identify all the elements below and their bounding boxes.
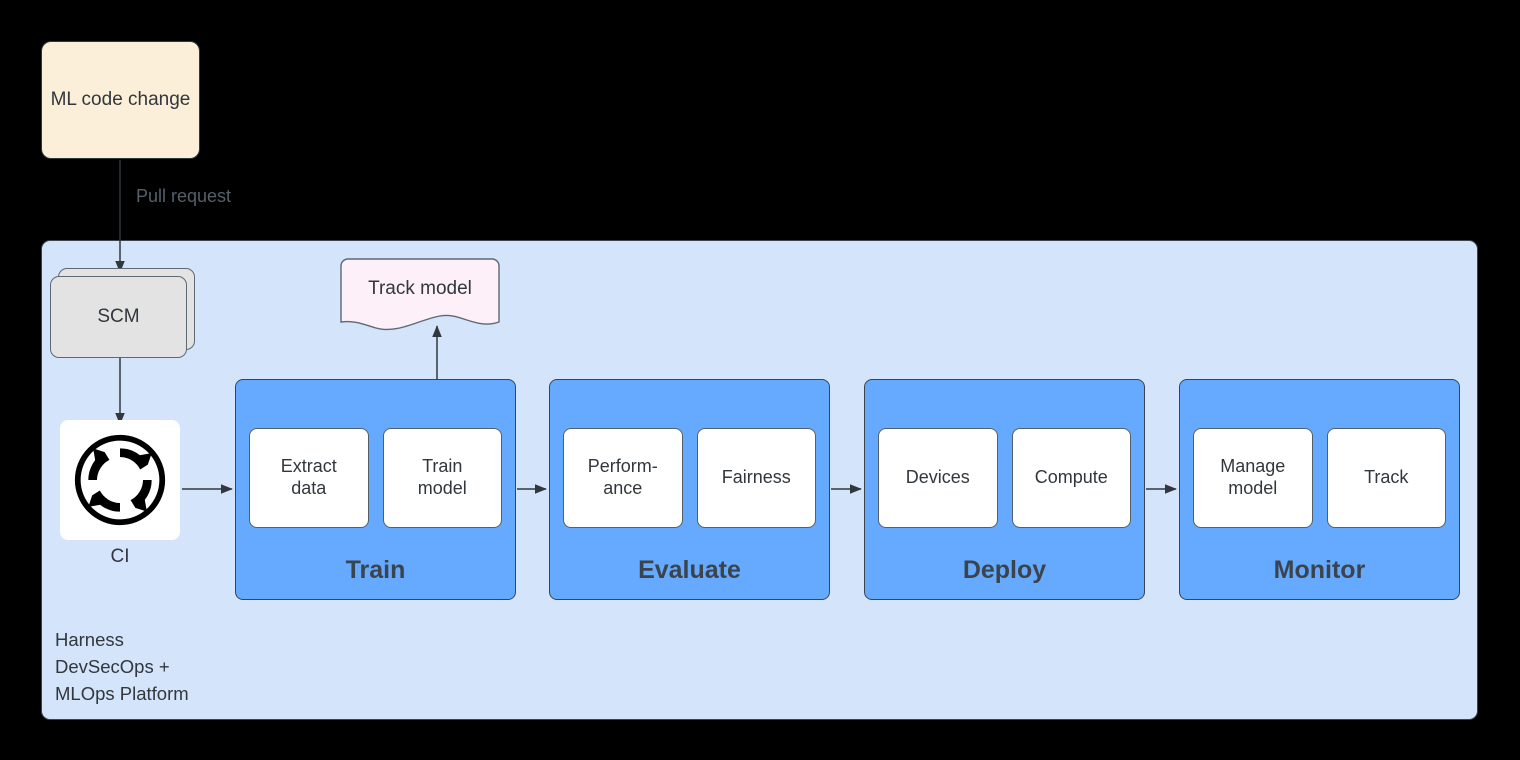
step-extract-data[interactable]: Extract data [249,428,369,528]
stage-train-title: Train [345,556,406,584]
document-shape-icon [340,258,500,331]
track-model-document-node[interactable]: Track model [340,258,500,332]
step-track[interactable]: Track [1326,428,1446,528]
stage-deploy[interactable]: Devices Compute Deploy [864,379,1145,600]
scm-stack-front-sheet: SCM [50,276,187,358]
ci-label: CI [110,546,130,567]
ci-node[interactable] [60,420,180,540]
step-compute[interactable]: Compute [1011,428,1131,528]
stage-train[interactable]: Extract data Train model Train [235,379,516,600]
stage-evaluate-title: Evaluate [638,556,741,584]
step-fairness[interactable]: Fairness [696,428,816,528]
scm-label: SCM [97,306,140,327]
step-devices[interactable]: Devices [878,428,998,528]
stage-evaluate-steps: Perform- ance Fairness [563,428,816,528]
track-model-label: Track model [368,278,472,299]
pull-request-edge-label: Pull request [136,186,232,206]
harness-platform-caption: Harness DevSecOps + MLOps Platform [55,629,189,705]
step-manage-model[interactable]: Manage model [1193,428,1313,528]
step-train-model[interactable]: Train model [382,428,502,528]
stage-deploy-steps: Devices Compute [878,428,1131,528]
stage-monitor-title: Monitor [1273,556,1366,584]
ml-code-change-node[interactable]: ML code change [41,41,200,159]
stage-monitor[interactable]: Manage model Track Monitor [1179,379,1460,600]
stage-evaluate[interactable]: Perform- ance Fairness Evaluate [549,379,830,600]
stage-deploy-title: Deploy [962,556,1047,584]
scm-node[interactable]: SCM [50,268,195,358]
stage-monitor-steps: Manage model Track [1193,428,1446,528]
continuous-integration-cycle-icon [74,434,166,526]
ml-code-change-label: ML code change [50,89,191,111]
step-performance[interactable]: Perform- ance [563,428,683,528]
stage-train-steps: Extract data Train model [249,428,502,528]
